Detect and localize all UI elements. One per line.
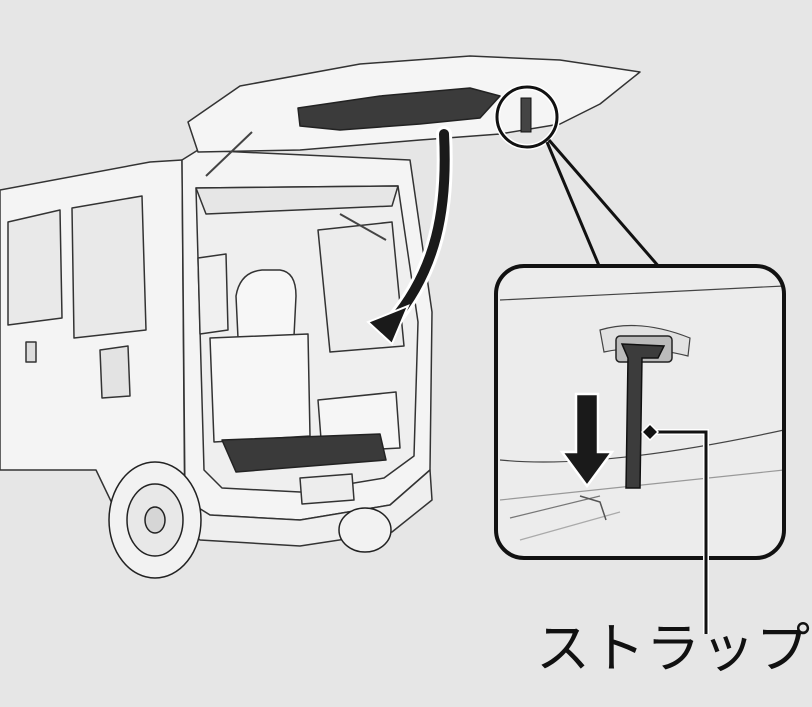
callout-wedge [551,147,656,268]
strap-pointer-diamond [640,422,660,442]
van-body [0,149,433,549]
strap-label: ストラップ [536,617,811,680]
strap-location-marker [494,84,560,150]
rear-wheels [108,461,392,579]
close-direction-arrow [366,126,453,346]
callout-leader [545,139,662,269]
strap-detail-inset [494,264,786,634]
